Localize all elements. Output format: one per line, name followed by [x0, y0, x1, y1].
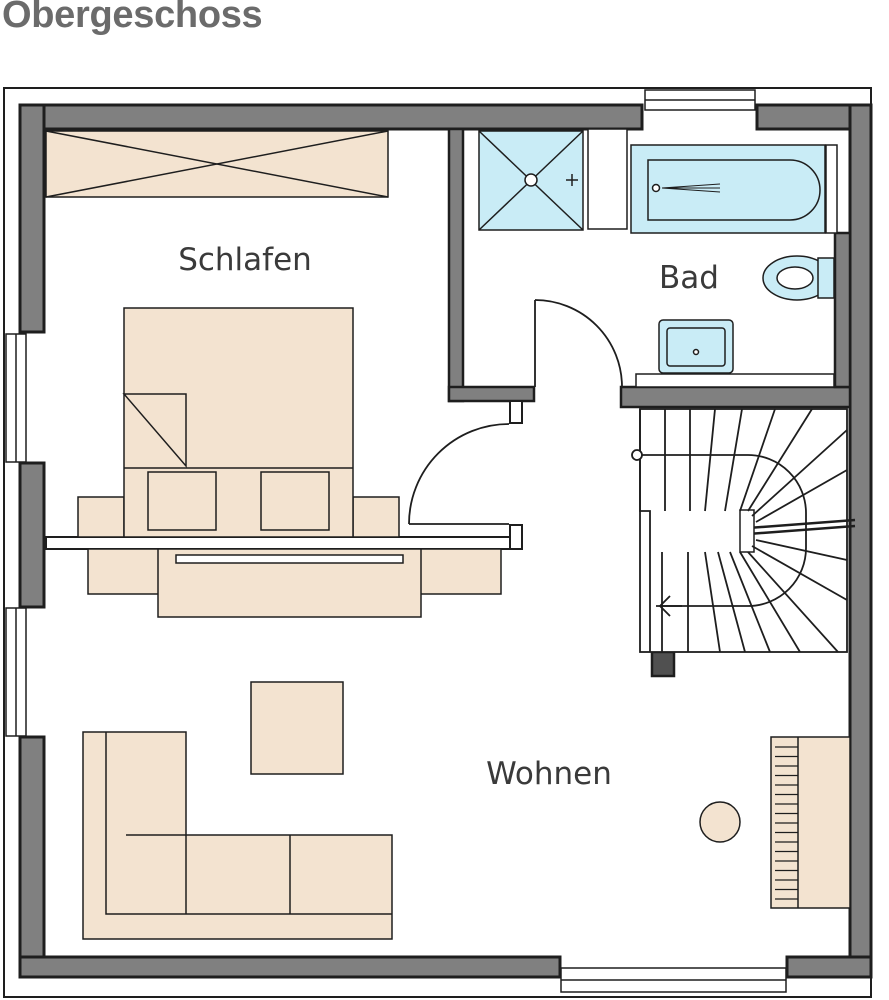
windows — [5, 89, 787, 993]
stair-tread — [755, 539, 848, 561]
wall-right — [848, 103, 873, 979]
door-bathroom — [534, 299, 623, 388]
pillow-left — [147, 471, 217, 531]
bathroom-fixtures — [478, 128, 838, 388]
shelf-lines — [775, 746, 798, 900]
room-label-bad: Bad — [659, 260, 719, 296]
stair-tread — [739, 408, 776, 512]
staircase — [631, 408, 856, 653]
bedroom-furniture — [45, 130, 400, 538]
cabinet — [587, 128, 628, 230]
sideboard — [87, 548, 502, 618]
interior-walls — [447, 127, 852, 678]
stair-tread — [747, 408, 813, 512]
stair-tread — [751, 429, 848, 517]
shower — [478, 130, 584, 231]
wall-bath-south-left — [447, 385, 536, 403]
wall-bottom-right — [785, 955, 873, 979]
stair-tread — [704, 551, 721, 653]
stair-tread — [747, 551, 839, 653]
stair-post — [650, 650, 676, 678]
side-table — [699, 801, 741, 843]
wall-bath-west — [447, 127, 465, 403]
wall-bath-east-tiles — [833, 231, 852, 389]
stair-tread — [751, 545, 848, 601]
living-furniture — [82, 548, 851, 940]
wall-top-left — [18, 103, 644, 131]
corner-sofa — [82, 731, 393, 940]
wall-bottom-left — [18, 955, 562, 979]
wall-left-middle — [18, 461, 46, 609]
pillow-right — [260, 471, 330, 531]
facade-outline — [3, 87, 872, 998]
room-label-wohnen: Wohnen — [486, 756, 612, 792]
exterior-walls — [18, 103, 873, 979]
nightstand-left — [77, 496, 125, 538]
door-bedroom — [408, 423, 510, 525]
washbasin — [635, 319, 835, 388]
page-title: Obergeschoss — [2, 0, 263, 36]
stair-tread — [717, 551, 746, 653]
wall-left-bottom — [18, 735, 46, 979]
room-label-schlafen: Schlafen — [178, 242, 312, 278]
stair-tread — [729, 551, 771, 653]
wall-bath-south-right — [619, 385, 852, 409]
doors — [408, 299, 623, 525]
nightstand-right — [352, 496, 400, 538]
stair-tread — [755, 469, 848, 523]
stair-tread — [739, 551, 801, 653]
bathtub — [630, 144, 838, 234]
stair-tread — [704, 408, 716, 512]
bed — [122, 307, 354, 538]
stair-tread — [724, 408, 743, 512]
wall-left-top — [18, 103, 46, 334]
coffee-table — [250, 681, 344, 775]
toilet — [762, 255, 835, 301]
wardrobe — [45, 130, 389, 198]
